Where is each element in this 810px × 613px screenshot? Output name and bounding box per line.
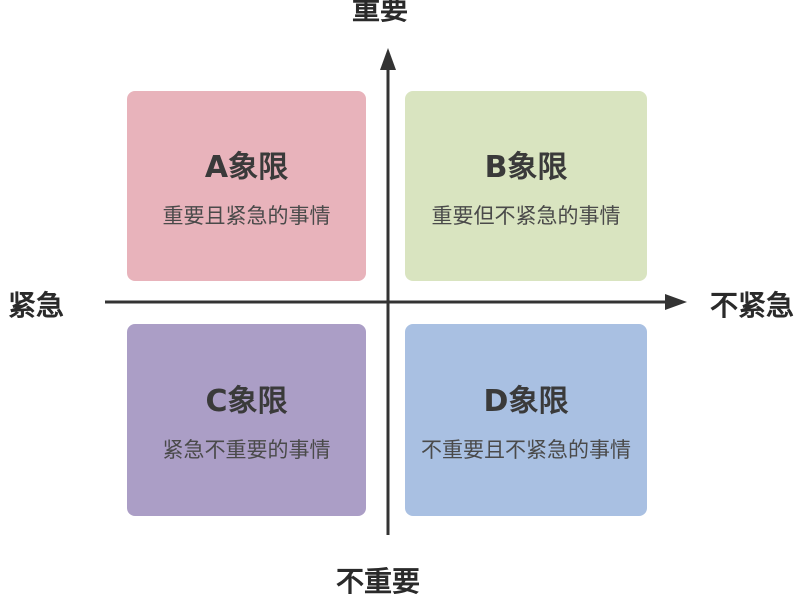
quadrant-d: D象限 不重要且不紧急的事情 xyxy=(405,324,647,516)
quadrant-desc: 不重要且不紧急的事情 xyxy=(421,438,631,462)
quadrant-title: B象限 xyxy=(484,150,568,185)
axis-label-top: 重要 xyxy=(352,0,409,26)
quadrant-title: D象限 xyxy=(483,384,569,419)
quadrant-a: A象限 重要且紧急的事情 xyxy=(127,91,366,281)
quadrant-c: C象限 紧急不重要的事情 xyxy=(127,324,366,516)
quadrant-title: A象限 xyxy=(204,150,289,185)
axis-label-left: 紧急 xyxy=(8,289,65,322)
quadrant-desc: 重要且紧急的事情 xyxy=(162,204,331,228)
quadrant-desc: 重要但不紧急的事情 xyxy=(431,204,621,228)
quadrant-title: C象限 xyxy=(205,384,288,419)
right-arrow-icon xyxy=(665,294,687,310)
axis-label-right: 不紧急 xyxy=(710,289,795,322)
axis-label-bottom: 不重要 xyxy=(336,565,421,598)
quadrant-b: B象限 重要但不紧急的事情 xyxy=(405,91,647,281)
quadrant-desc: 紧急不重要的事情 xyxy=(162,438,331,462)
up-arrow-icon xyxy=(380,48,396,70)
